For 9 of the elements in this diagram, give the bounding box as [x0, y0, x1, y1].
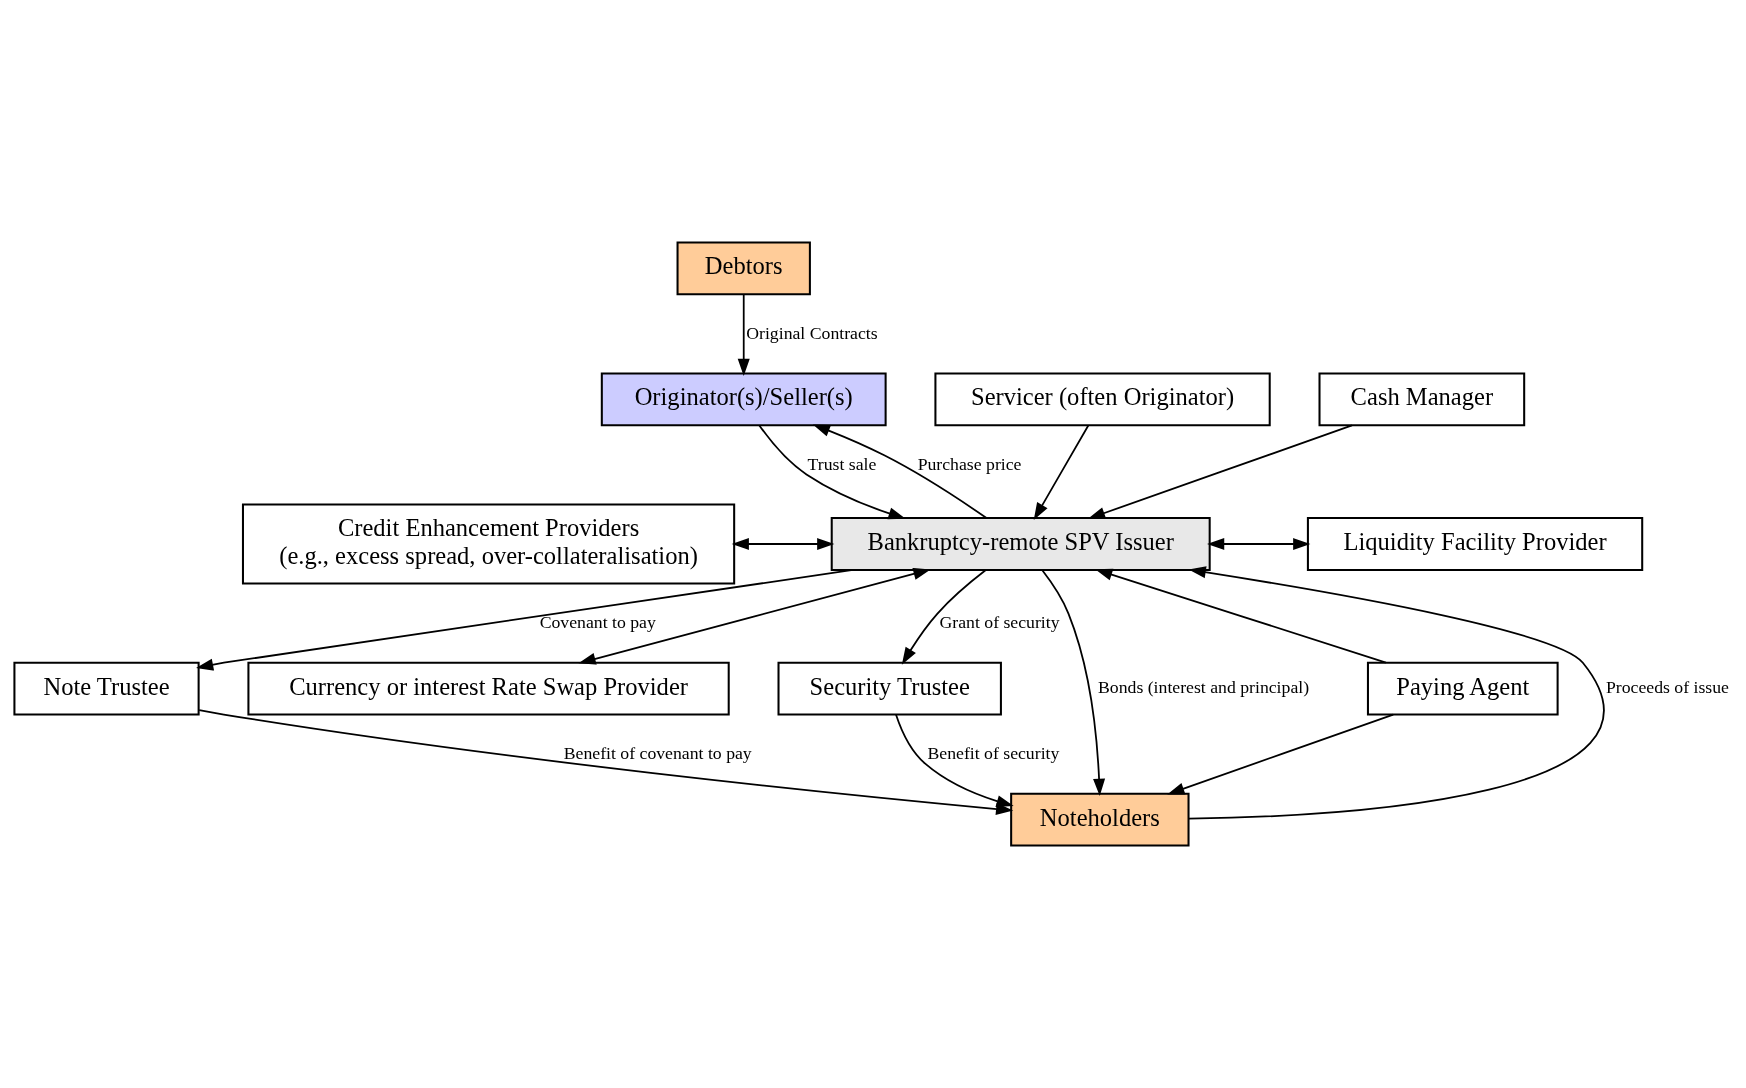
edge-label: Covenant to pay	[539, 611, 656, 632]
edge-label: Benefit of covenant to pay	[563, 742, 752, 763]
edge-label: Benefit of security	[927, 742, 1060, 763]
edge-label: Original Contracts	[746, 322, 878, 343]
edge-label: Proceeds of issue	[1605, 677, 1729, 698]
edge-label: Purchase price	[917, 453, 1022, 474]
edge-label: Bonds (interest and principal)	[1097, 677, 1310, 698]
edge-label: Trust sale	[807, 453, 877, 474]
edge-label: Grant of security	[939, 611, 1060, 632]
